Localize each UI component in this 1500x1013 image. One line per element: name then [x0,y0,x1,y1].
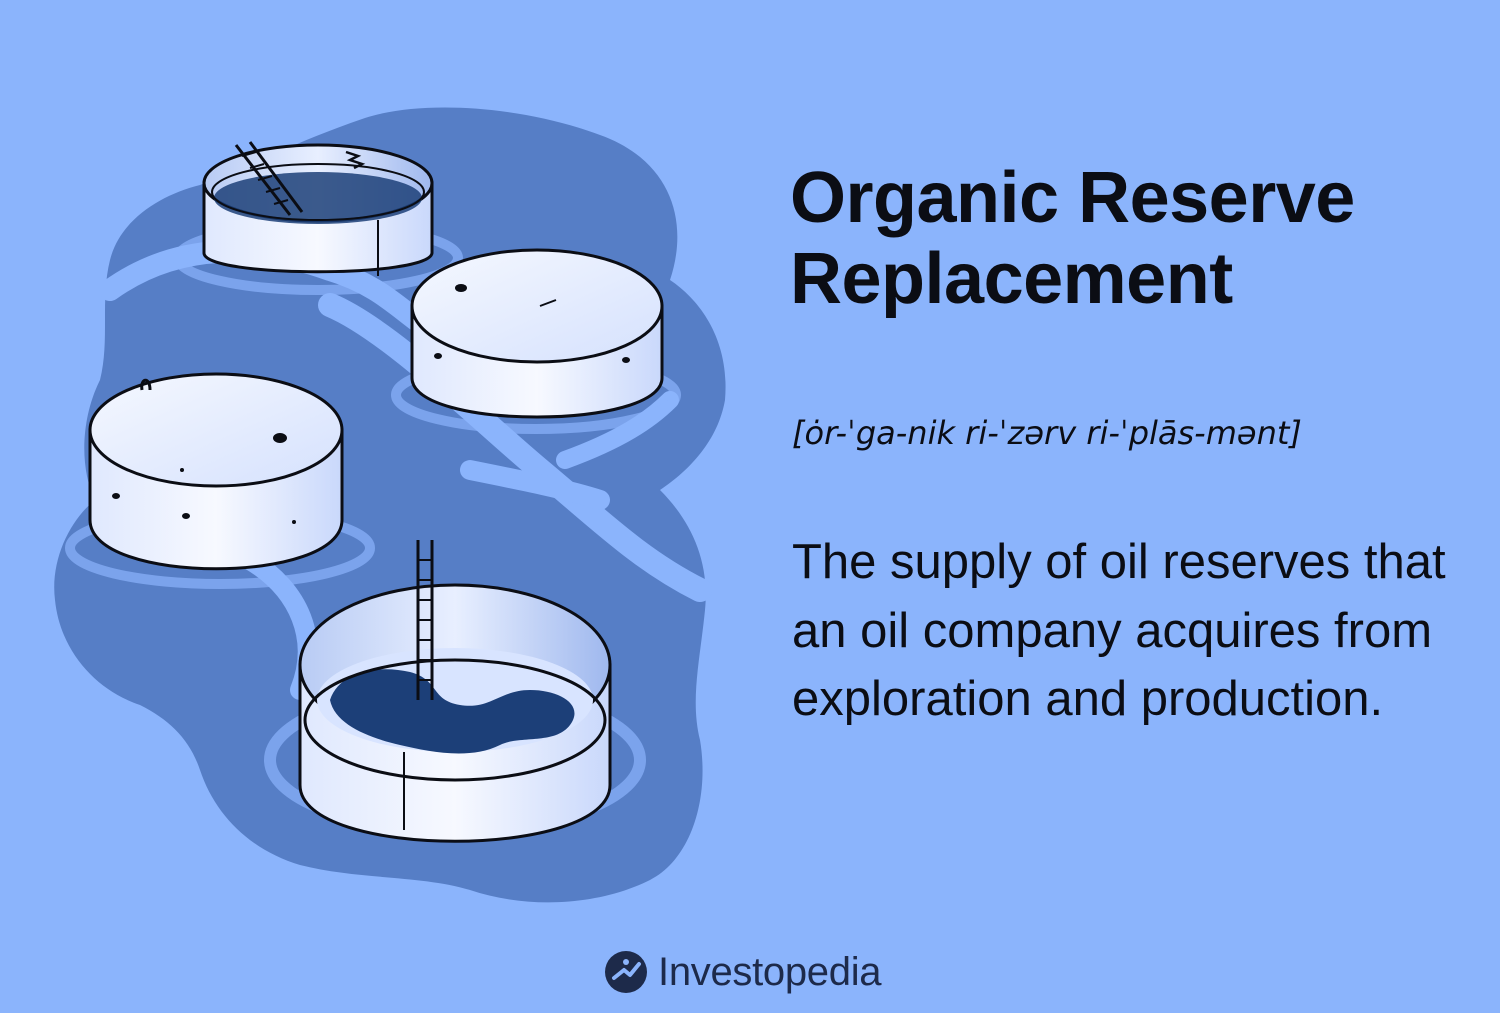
closed-tank-right [391,248,681,434]
oil-tanks-illustration [54,107,726,903]
title-line-2: Replacement [790,239,1233,320]
definition-text: The supply of oil reserves that an oil c… [792,535,1446,727]
open-tank-large [264,540,646,843]
closed-tank-left [65,372,375,589]
investopedia-logo-icon [605,951,647,993]
brand-name: Investopedia [658,949,882,994]
page-title: Organic Reserve Replacement [790,158,1480,321]
title-line-1: Organic Reserve [790,158,1355,238]
brand-footer: Investopedia [604,944,882,1000]
open-tank-small [173,141,463,295]
pronunciation: [ȯr-ˈga-nik ri-ˈzərv ri-ˈplās-mənt] [792,414,1302,452]
